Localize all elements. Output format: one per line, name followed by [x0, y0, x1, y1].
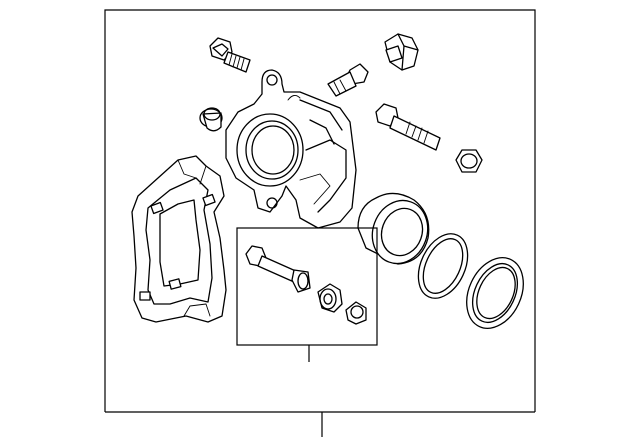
- bleeder-cap-icon: [384, 33, 419, 71]
- cap-icon: [455, 149, 483, 173]
- bleeder-icon: [327, 63, 369, 97]
- bolt-icon: [209, 37, 251, 73]
- bolt-icon: [375, 103, 441, 151]
- boot-icon: [466, 257, 524, 329]
- cap-icon: [199, 107, 223, 132]
- outer-frame: [104, 9, 536, 437]
- bracket-icon: [131, 155, 227, 323]
- seal-icon: [417, 233, 469, 299]
- caliper-icon: [225, 69, 357, 229]
- piston-icon: [357, 192, 430, 265]
- kit-icon: [236, 227, 378, 362]
